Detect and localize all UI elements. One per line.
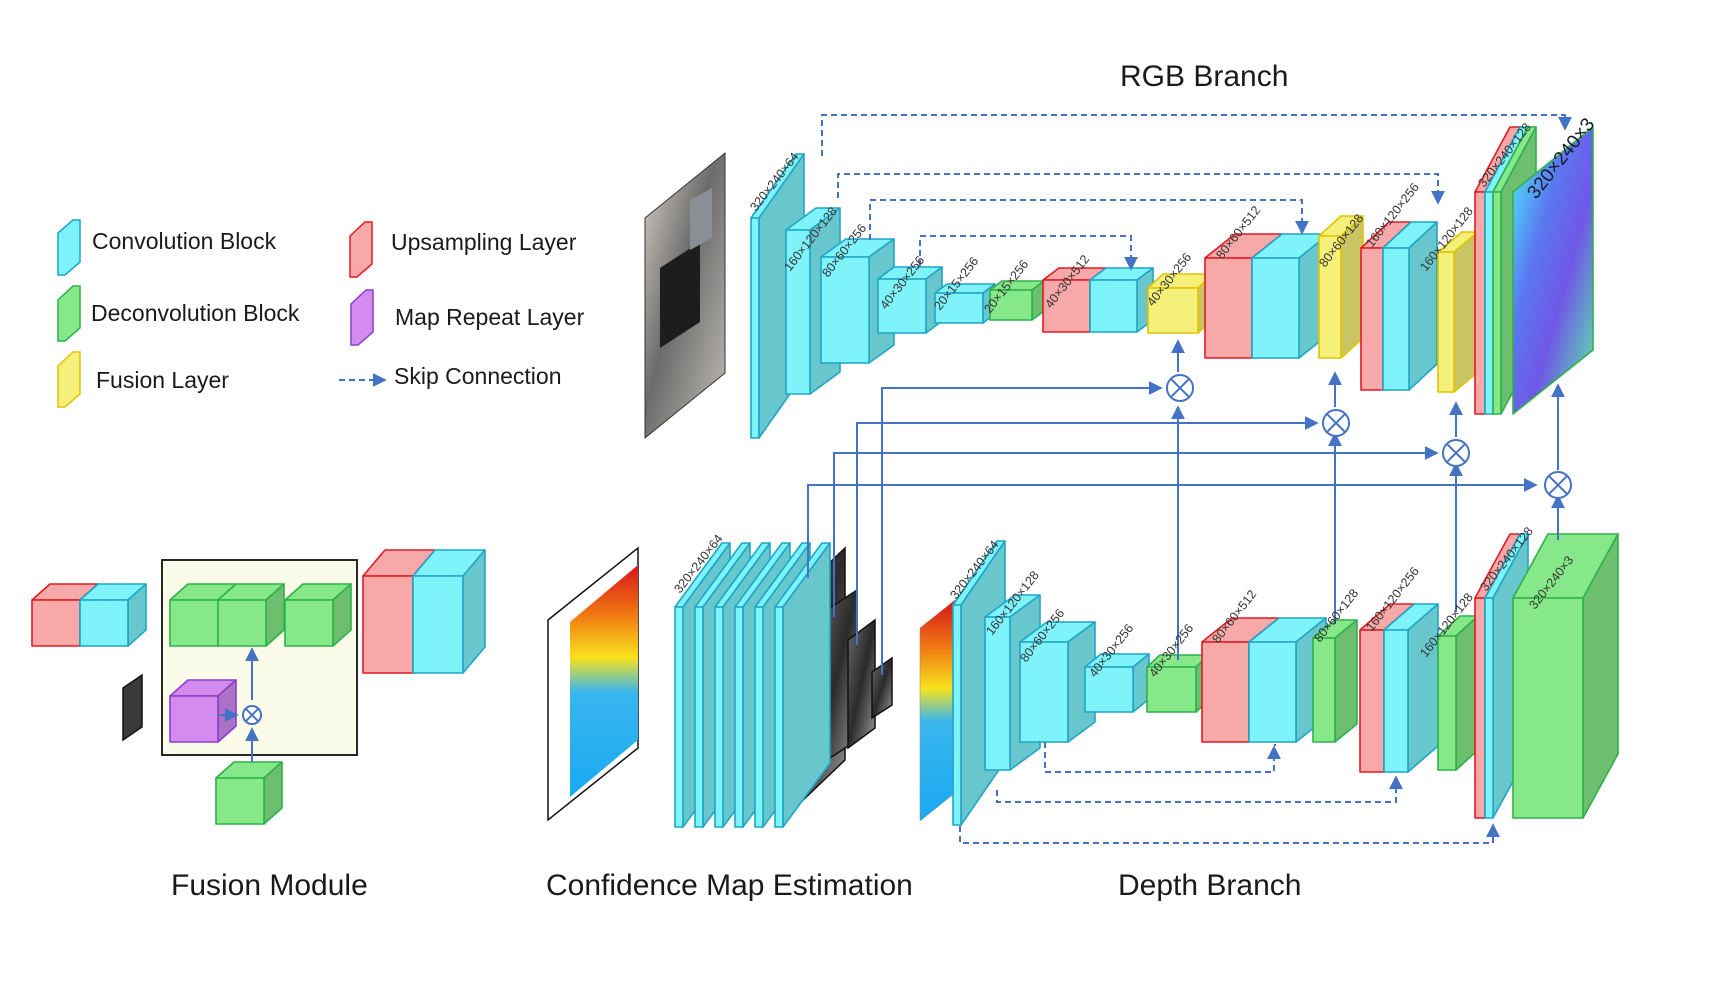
rgb-fuse3-block: [1437, 231, 1479, 393]
rgb-conv4-block: [877, 266, 943, 334]
legend-map-repeat-label: Map Repeat Layer: [395, 304, 585, 330]
legend-fusion-label: Fusion Layer: [96, 367, 229, 393]
depth-skip-2: [996, 775, 1403, 803]
rgb-fuse2-block: [1318, 215, 1364, 359]
conf-to-fuse-3: [833, 446, 1439, 617]
fm-bottom-deconv-block: [215, 761, 283, 825]
fm-input-conv-block: [79, 583, 147, 647]
depth-deconv3-block: [1437, 615, 1479, 771]
rgb-deconv1-block: [989, 280, 1045, 321]
fm-output-conv-block: [412, 549, 486, 674]
depth-deconv1-block: [1146, 654, 1210, 713]
legend-convolution-swatch: [57, 219, 81, 276]
rgb-skip-3: [869, 199, 1309, 240]
rgb-conv5-block: [934, 283, 996, 324]
layer-blocks: [31, 126, 1619, 828]
legend-map-repeat-swatch: [350, 289, 374, 346]
depth-branch-title: Depth Branch: [1118, 869, 1301, 902]
legend-upsampling-label: Upsampling Layer: [391, 229, 577, 255]
connections: [218, 114, 1572, 844]
fusion-module-title: Fusion Module: [171, 869, 368, 902]
rgb-output-normal-map: [1512, 126, 1594, 415]
depth-input-image: [919, 599, 956, 822]
legend-skip-connection-label: Skip Connection: [394, 363, 562, 389]
depth-skip-1: [1044, 742, 1281, 773]
multiply-node-1: [1166, 374, 1194, 402]
multiply-node-2: [1322, 409, 1350, 437]
legend-fusion-swatch: [57, 351, 81, 408]
legend: Convolution Block Deconvolution Block Fu…: [57, 219, 585, 408]
multiply-node-3: [1442, 439, 1470, 467]
rgb-conv7-block: [1251, 233, 1330, 359]
conf-to-fuse-1: [881, 381, 1163, 675]
rgb-skip-4: [919, 235, 1138, 271]
rgb-skip-2: [837, 173, 1445, 205]
legend-convolution-label: Convolution Block: [92, 228, 277, 254]
fusion-module-small-map: [122, 673, 143, 742]
conf-to-fuse-4: [807, 478, 1538, 578]
fm-multiply-node: [242, 705, 262, 725]
rgb-branch-title: RGB Branch: [1120, 60, 1288, 93]
fm-deconv-c-block: [284, 583, 352, 647]
depth-skip-3: [959, 823, 1500, 844]
legend-deconvolution-label: Deconvolution Block: [91, 300, 300, 326]
depth-conv6-block: [1383, 603, 1439, 773]
rgb-skip-1: [821, 114, 1572, 156]
depth-deconv2-block: [1312, 619, 1358, 743]
conf-to-fuse-2: [856, 416, 1319, 645]
rgb-input-image: [644, 151, 726, 440]
legend-upsampling-swatch: [349, 221, 373, 278]
conf-conv-block-6: [774, 542, 831, 828]
multiply-node-4: [1544, 471, 1572, 499]
legend-deconvolution-swatch: [57, 285, 81, 342]
depth-output-block: [1512, 533, 1619, 819]
fm-deconv-b-block: [217, 583, 285, 647]
depth-input-image-conf: [547, 546, 639, 822]
fm-repeat-block: [169, 679, 237, 743]
confidence-map-title: Confidence Map Estimation: [546, 869, 913, 902]
rgb-conv8-block: [1382, 221, 1438, 391]
